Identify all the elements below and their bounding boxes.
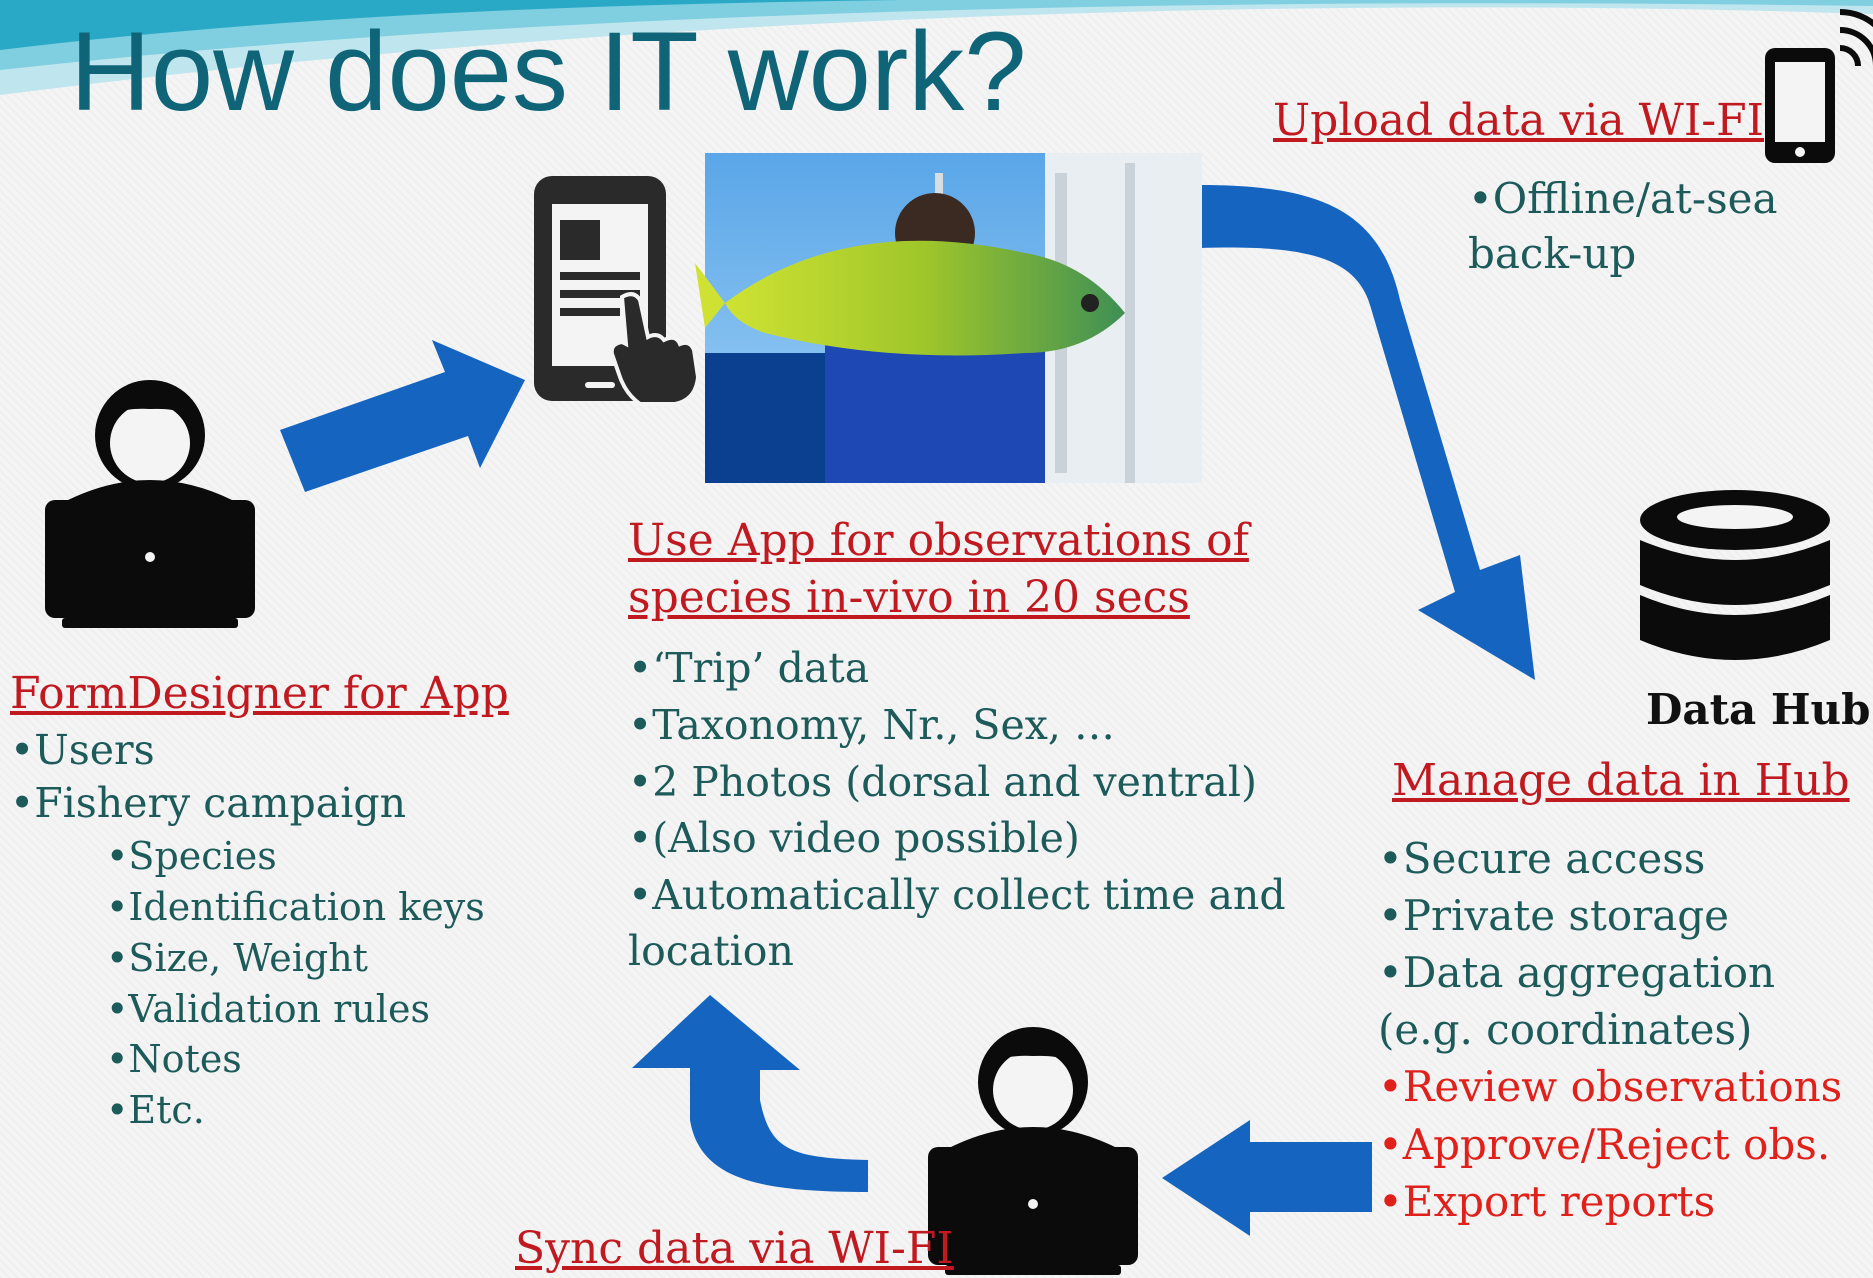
person-laptop-icon — [45, 380, 255, 628]
list-item: Private storage — [1378, 887, 1873, 944]
page-title: How does IT work? — [70, 9, 1027, 134]
hub-feature-list: Secure access Private storage Data aggre… — [1378, 830, 1873, 1230]
fisherman-photo — [695, 153, 1202, 483]
form-designer-block: FormDesigner for App Users Fishery campa… — [10, 665, 509, 1136]
list-item: Users — [10, 724, 509, 777]
upload-note: Offline/at-sea back-up — [1468, 172, 1798, 281]
list-item: 2 Photos (dorsal and ventral) — [628, 754, 1288, 811]
form-designer-list: Users Fishery campaign — [10, 724, 509, 831]
list-item: Approve/Reject obs. — [1378, 1116, 1873, 1173]
app-observations-block: Use App for observations of species in-v… — [628, 512, 1288, 980]
list-item: Automatically collect time and location — [628, 867, 1288, 980]
list-item: Validation rules — [106, 984, 509, 1035]
form-designer-sublist: Species Identification keys Size, Weight… — [106, 831, 509, 1136]
app-feature-list: ‘Trip’ data Taxonomy, Nr., Sex, … 2 Phot… — [628, 640, 1288, 979]
list-item: Identification keys — [106, 882, 509, 933]
list-item: Species — [106, 831, 509, 882]
list-item: Export reports — [1378, 1173, 1873, 1230]
top-wave-decoration — [0, 0, 1873, 95]
app-heading-line1: Use App for observations of — [628, 515, 1249, 566]
data-hub-label: Data Hub — [1646, 685, 1871, 734]
manage-heading: Manage data in Hub — [1392, 755, 1850, 806]
person-laptop-icon — [928, 1027, 1138, 1275]
list-item: Review observations — [1378, 1058, 1873, 1115]
list-item: Etc. — [106, 1085, 509, 1136]
sync-heading: Sync data via WI-FI — [515, 1223, 954, 1274]
tablet-touch-icon — [534, 176, 701, 406]
list-item: Fishery campaign — [10, 777, 509, 830]
list-item: Secure access — [1378, 830, 1873, 887]
list-item: Taxonomy, Nr., Sex, … — [628, 697, 1288, 754]
list-item: ‘Trip’ data — [628, 640, 1288, 697]
database-icon — [1640, 490, 1830, 660]
app-heading-line2: species in-vivo in 20 secs — [628, 572, 1190, 624]
list-item: Data aggregation (e.g. coordinates) — [1378, 944, 1873, 1058]
list-item: (Also video possible) — [628, 810, 1288, 867]
upload-heading: Upload data via WI-FI — [1273, 95, 1765, 146]
list-item: Notes — [106, 1034, 509, 1085]
list-item: Size, Weight — [106, 933, 509, 984]
smartphone-wifi-icon — [1765, 9, 1873, 163]
form-designer-heading: FormDesigner for App — [10, 668, 509, 719]
